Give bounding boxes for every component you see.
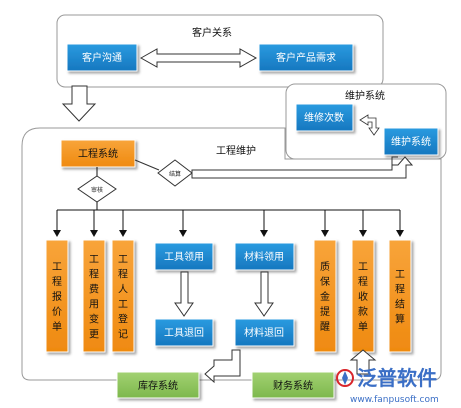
material-use-label: 材料领用 bbox=[244, 250, 284, 263]
tool-use-box bbox=[154, 242, 214, 271]
vertical-item-box bbox=[313, 239, 337, 353]
logo-icon bbox=[336, 369, 354, 387]
settle-diamond bbox=[157, 159, 193, 187]
customer-demand-label: 客户产品需求 bbox=[276, 51, 336, 64]
customer-communication-box bbox=[66, 43, 138, 72]
tool-return-arrow-icon bbox=[174, 271, 194, 317]
vertical-item-label: 工程收款单 bbox=[358, 262, 368, 333]
vertical-item-label: 质保金提醒 bbox=[320, 261, 330, 333]
material-return-arrow-icon bbox=[254, 271, 274, 317]
inventory-system-label: 库存系统 bbox=[138, 379, 178, 392]
material-return-box bbox=[234, 318, 295, 347]
settle-arrow-icon bbox=[191, 156, 414, 179]
finance-system-label: 财务系统 bbox=[273, 379, 313, 392]
maintenance-system-label: 维护系统 bbox=[391, 135, 431, 148]
vertical-item-box bbox=[82, 239, 106, 353]
repair-count-box bbox=[295, 103, 354, 132]
repair-count-label: 维修次数 bbox=[304, 111, 344, 124]
down-arrow-icon bbox=[61, 85, 97, 122]
connector-line bbox=[134, 159, 160, 171]
maintenance-system-box bbox=[383, 127, 439, 156]
customer-demand-box bbox=[258, 43, 354, 72]
vertical-item-label: 工程结算 bbox=[395, 270, 405, 326]
engineering-system-box bbox=[60, 139, 136, 168]
finance-system-box bbox=[251, 371, 335, 399]
customer-communication-label: 客户沟通 bbox=[82, 51, 122, 64]
material-use-box bbox=[234, 242, 295, 271]
vertical-item-label: 工程人工登记 bbox=[118, 255, 128, 341]
distribution-arrows bbox=[53, 210, 404, 237]
customer-panel-title: 客户关系 bbox=[192, 26, 232, 39]
logo-mark-icon bbox=[342, 371, 348, 385]
vertical-item-box bbox=[388, 239, 412, 353]
engineering-panel-title: 工程维护 bbox=[216, 144, 256, 157]
material-return-label: 材料退回 bbox=[244, 326, 284, 339]
vertical-item-box bbox=[45, 239, 69, 353]
finance-arrow-icon bbox=[349, 349, 377, 375]
hook-arrow-icon bbox=[359, 114, 380, 136]
vertical-item-label: 工程费用变更 bbox=[89, 255, 99, 341]
vertical-item-box bbox=[111, 239, 135, 353]
maintenance-panel-title: 维护系统 bbox=[345, 89, 385, 102]
inventory-arrow-icon bbox=[204, 349, 241, 384]
tool-use-label: 工具领用 bbox=[164, 250, 204, 263]
tool-return-box bbox=[154, 318, 214, 347]
vertical-item-label: 工程报价单 bbox=[52, 262, 62, 333]
settle-label: 结算 bbox=[169, 170, 181, 178]
engineering-system-label: 工程系统 bbox=[78, 147, 118, 160]
inventory-system-box bbox=[116, 371, 200, 399]
brand-name: 泛普软件 bbox=[357, 366, 437, 390]
brand-logo: 泛普软件 www.fanpusoft.com bbox=[336, 366, 439, 405]
brand-url: www.fanpusoft.com bbox=[350, 395, 439, 405]
tool-return-label: 工具退回 bbox=[164, 327, 204, 339]
bidirectional-arrow-icon bbox=[139, 48, 258, 68]
review-label: 审核 bbox=[91, 186, 103, 194]
